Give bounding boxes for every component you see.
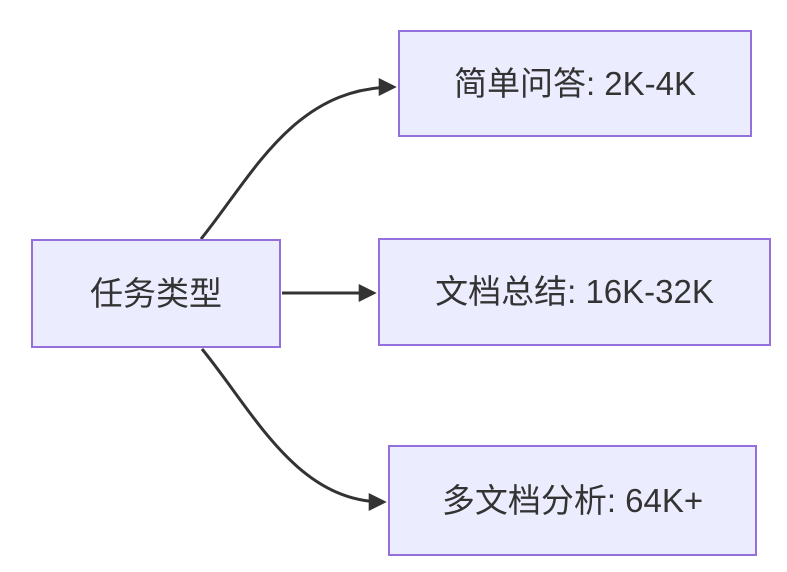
edge-task-type-to-multi-doc-analysis bbox=[200, 348, 387, 511]
node-label: 简单问答: 2K-4K bbox=[453, 64, 697, 102]
node-multi-doc-analysis: 多文档分析: 64K+ bbox=[388, 445, 757, 556]
edge-task-type-to-simple-qa bbox=[199, 78, 397, 240]
node-label: 任务类型 bbox=[90, 274, 222, 312]
node-doc-summary: 文档总结: 16K-32K bbox=[378, 238, 771, 346]
node-label: 文档总结: 16K-32K bbox=[435, 273, 714, 311]
node-simple-qa: 简单问答: 2K-4K bbox=[398, 30, 752, 137]
node-task-type: 任务类型 bbox=[31, 239, 281, 348]
node-label: 多文档分析: 64K+ bbox=[441, 481, 704, 519]
